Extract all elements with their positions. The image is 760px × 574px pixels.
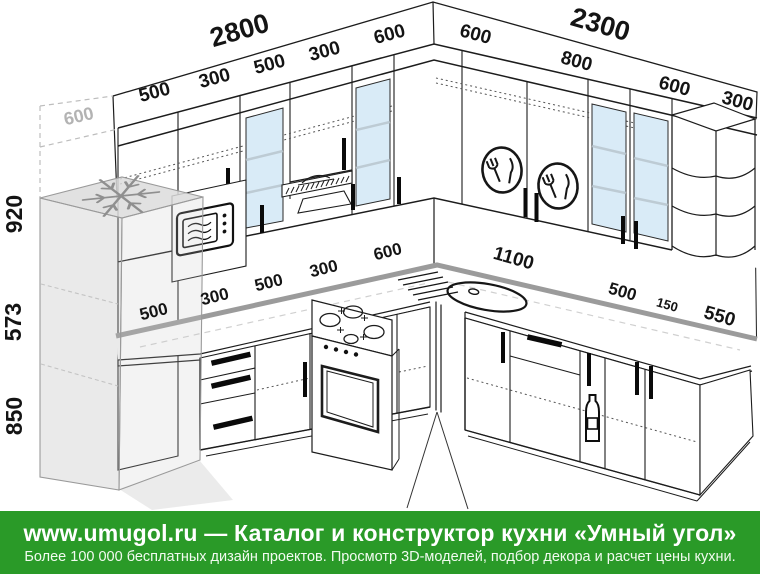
dim-upper-left-4: 600 <box>372 20 408 48</box>
counter-wall-stripe <box>115 262 758 342</box>
base-cabinets-right <box>464 317 754 502</box>
walls <box>112 1 758 413</box>
dim-upper-left-2: 500 <box>252 50 288 78</box>
dim-tall-unit-depth: 600 <box>62 103 96 129</box>
oven <box>320 344 380 434</box>
ceiling-projection-dashed <box>39 95 119 198</box>
microwave <box>175 202 235 257</box>
dim-upper-left-3: 300 <box>307 37 343 65</box>
dim-counter-left-1: 300 <box>199 284 231 309</box>
hob-burners <box>319 305 385 345</box>
dimension-labels: 2800 2300 500 300 500 300 600 600 800 60… <box>0 2 755 436</box>
upper-door-handles <box>226 138 638 249</box>
fridge-height-division-dashed <box>40 283 119 387</box>
dim-counter-right-1: 500 <box>606 279 639 305</box>
banner-subtitle: Более 100 000 бесплатных дизайн проектов… <box>24 549 736 565</box>
cutlery-circle-icons <box>481 146 579 210</box>
base-handles <box>210 332 653 430</box>
dim-counter-left-4: 600 <box>372 239 404 264</box>
dim-height-gap: 573 <box>0 303 26 341</box>
corner-open-shelves <box>670 102 757 258</box>
cooker-hood <box>281 169 353 214</box>
fridge-volume <box>39 175 204 491</box>
cooker <box>311 299 400 471</box>
snowflake-icon <box>81 175 161 217</box>
dim-height-base: 850 <box>1 397 27 435</box>
dim-upper-left-0: 500 <box>137 78 173 106</box>
site-banner: www.umugol.ru — Каталог и конструктор ку… <box>0 511 760 574</box>
dim-height-upper: 920 <box>1 195 27 233</box>
upper-glass-doors <box>245 78 669 242</box>
dim-total-left: 2800 <box>207 8 273 53</box>
dim-counter-right-2: 150 <box>655 294 680 314</box>
dim-total-right: 2300 <box>567 2 633 47</box>
dim-upper-right-0: 600 <box>457 20 493 48</box>
dim-counter-right-0: 1100 <box>491 243 536 275</box>
floor-shadow <box>119 461 233 510</box>
floor-lines <box>406 411 469 510</box>
kitchen-3d-drawing: 2800 2300 500 300 500 300 600 600 800 60… <box>0 1 758 510</box>
sink <box>397 271 528 313</box>
dim-upper-left-1: 300 <box>197 64 233 92</box>
banner-title: www.umugol.ru — Каталог и конструктор ку… <box>23 520 737 546</box>
dim-counter-left-2: 500 <box>253 270 285 295</box>
dim-counter-left-3: 300 <box>308 256 340 281</box>
dim-upper-right-1: 800 <box>558 47 594 75</box>
bottle-icon <box>585 394 600 442</box>
